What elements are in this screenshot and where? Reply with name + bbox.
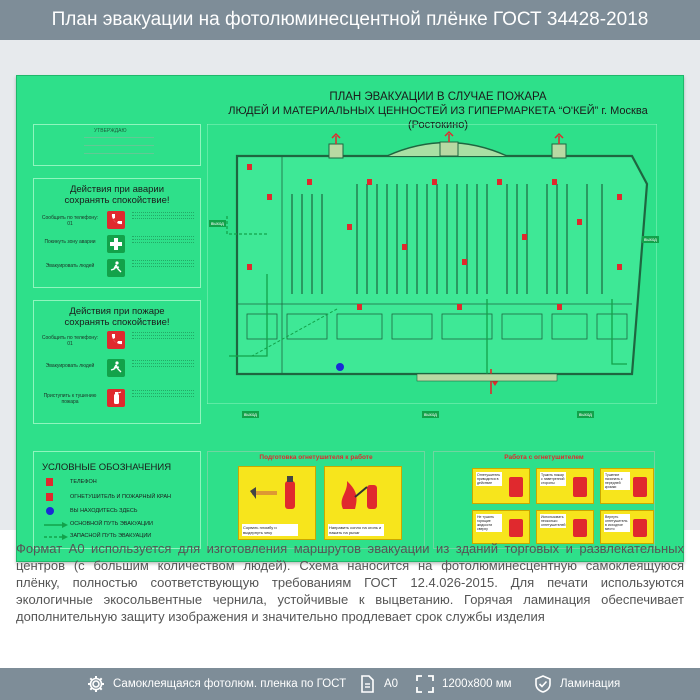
feature-text: Ламинация (560, 678, 621, 690)
accident-row: Сообщить по телефону: 01 (40, 211, 200, 233)
extinguisher-prep-title: Подготовка огнетушителя к работе (259, 454, 373, 461)
plan-title-line2: ЛЮДЕЙ И МАТЕРИАЛЬНЫХ ЦЕННОСТЕЙ ИЗ ГИПЕРМ… (228, 105, 648, 131)
main-route-arrow-icon (44, 522, 68, 528)
fire-row: Приступить к тушению пожара (40, 389, 200, 411)
running-man-exit-icon (107, 359, 125, 377)
instruction-card: Вернуть огнетушитель в исходное место (600, 510, 654, 544)
accident-row-label: Сообщить по телефону: 01 (41, 215, 99, 227)
instruction-card: Не тушить горящие жидкости сверху (472, 510, 530, 544)
fire-row: Сообщить по телефону: 01 (40, 331, 200, 353)
fire-icon (341, 481, 377, 509)
reserve-route-arrow-icon (44, 534, 68, 540)
instruction-card: Направить сопло на огонь и нажать на рыч… (324, 466, 402, 540)
exit-label: выход (422, 411, 439, 418)
fire-extinguisher-icon (107, 389, 125, 407)
card-caption: Направить сопло на огонь и нажать на рыч… (328, 524, 384, 536)
shield-check-icon (535, 675, 551, 693)
exit-label: выход (642, 236, 659, 243)
feature-text: А0 (384, 678, 399, 690)
product-description: Формат А0 используется для изготовления … (16, 541, 684, 624)
you-are-here-icon (46, 507, 54, 515)
plan-title-line1: ПЛАН ЭВАКУАЦИИ В СЛУЧАЕ ПОЖАРА (329, 91, 547, 103)
fire-row-label: Эвакуировать людей (45, 363, 95, 369)
accident-title-line1: Действия при аварии (69, 184, 165, 195)
exit-label: выход (209, 220, 226, 227)
phone-icon (107, 331, 125, 349)
product-image-area: УТВЕРЖДАЮ Действия при аварии сохранять … (0, 40, 700, 562)
exit-label: выход (242, 411, 259, 418)
extinguisher-pin-icon (250, 476, 295, 509)
phone-icon (46, 478, 53, 486)
instruction-card: Огнетушитель приводится в действие (472, 468, 530, 504)
accident-row: Покинуть зону аварии (40, 235, 200, 257)
feature-text: 1200х800 мм (442, 678, 512, 690)
accident-row: Эвакуировать людей (40, 259, 200, 281)
card-caption: Сорвать пломбу и выдернуть чеку (242, 524, 298, 536)
legend-panel: УСЛОВНЫЕ ОБОЗНАЧЕНИЯ ТЕЛЕФОН ОГНЕТУШИТЕЛ… (33, 451, 201, 549)
floor-plan-drawing (207, 124, 657, 404)
gear-icon (88, 676, 104, 692)
instruction-card: Сорвать пломбу и выдернуть чеку (238, 466, 316, 540)
features-bar: Самоклеящаяся фотолюм. пленка по ГОСТ А0… (0, 668, 700, 700)
accident-row-label: Эвакуировать людей (45, 263, 95, 269)
approve-label: УТВЕРЖДАЮ (94, 128, 127, 134)
expand-icon (416, 675, 434, 693)
fire-row-label: Сообщить по телефону: 01 (41, 335, 99, 347)
fire-actions-panel: Действия при пожаре сохранять спокойстви… (33, 300, 201, 424)
fire-title-line1: Действия при пожаре (69, 306, 165, 317)
document-icon (361, 675, 374, 693)
exit-label: выход (577, 411, 594, 418)
evacuation-plan-poster: УТВЕРЖДАЮ Действия при аварии сохранять … (16, 75, 684, 562)
feature-text: Самоклеящаяся фотолюм. пленка по ГОСТ (113, 678, 347, 690)
plan-title: ПЛАН ЭВАКУАЦИИ В СЛУЧАЕ ПОЖАРА ЛЮДЕЙ И М… (203, 90, 673, 132)
page-header: План эвакуации на фотолюминесцентной плё… (0, 0, 700, 40)
approval-block: УТВЕРЖДАЮ (33, 124, 201, 166)
accident-title-line2: сохранять спокойствие! (64, 195, 170, 206)
extinguisher-operation-title: Работа с огнетушителем (504, 454, 584, 461)
fire-row-label: Приступить к тушению пожара (43, 393, 97, 405)
accident-row-label: Покинуть зону аварии (44, 239, 96, 245)
instruction-card: Тушить пожар с наветренной стороны (536, 468, 594, 504)
running-man-exit-icon (107, 259, 125, 277)
instruction-card: Тушение начинать с передней кромки (600, 468, 654, 504)
fire-row: Эвакуировать людей (40, 359, 200, 381)
fire-title-line2: сохранять спокойствие! (64, 317, 170, 328)
extinguisher-prep-box: Подготовка огнетушителя к работе Сорвать… (207, 451, 425, 549)
extinguisher-icon (46, 493, 53, 501)
instruction-card: Использовать несколько огнетушителей (536, 510, 594, 544)
phone-icon (107, 211, 125, 229)
legend-title: УСЛОВНЫЕ ОБОЗНАЧЕНИЯ (42, 462, 172, 473)
first-aid-icon (107, 235, 125, 253)
accident-actions-panel: Действия при аварии сохранять спокойстви… (33, 178, 201, 288)
extinguisher-operation-box: Работа с огнетушителем Огнетушитель прив… (433, 451, 655, 549)
